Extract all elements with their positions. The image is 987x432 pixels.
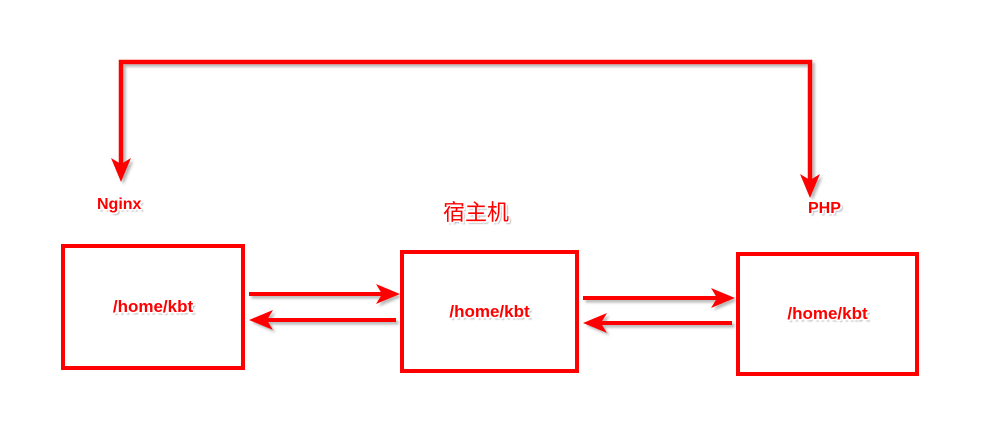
node-box-host: /home/kbt [400,250,579,373]
bracket-arrowhead-left-icon [111,158,131,182]
node-label-php: PHP [808,200,841,217]
host-to-php-arrowhead-icon [711,288,735,308]
node-label-nginx: Nginx [97,196,142,213]
node-path-host: /home/kbt [449,301,530,321]
nginx-host-arrow-pair [249,284,400,330]
bracket-polyline [118,59,813,189]
node-path-nginx: /home/kbt [112,297,194,316]
node-box-nginx: /home/kbt [61,244,245,370]
top-bracket-connector [111,59,820,198]
bracket-arrowhead-right-icon [800,174,820,198]
php-to-host-arrowhead-icon [583,313,607,333]
host-to-nginx-arrowhead-icon [249,310,273,330]
node-box-php: /home/kbt [736,252,919,376]
host-php-arrow-pair [583,288,735,333]
node-path-php: /home/kbt [787,304,868,323]
nginx-to-host-arrowhead-icon [376,284,400,304]
node-label-host: 宿主机 [443,201,510,226]
